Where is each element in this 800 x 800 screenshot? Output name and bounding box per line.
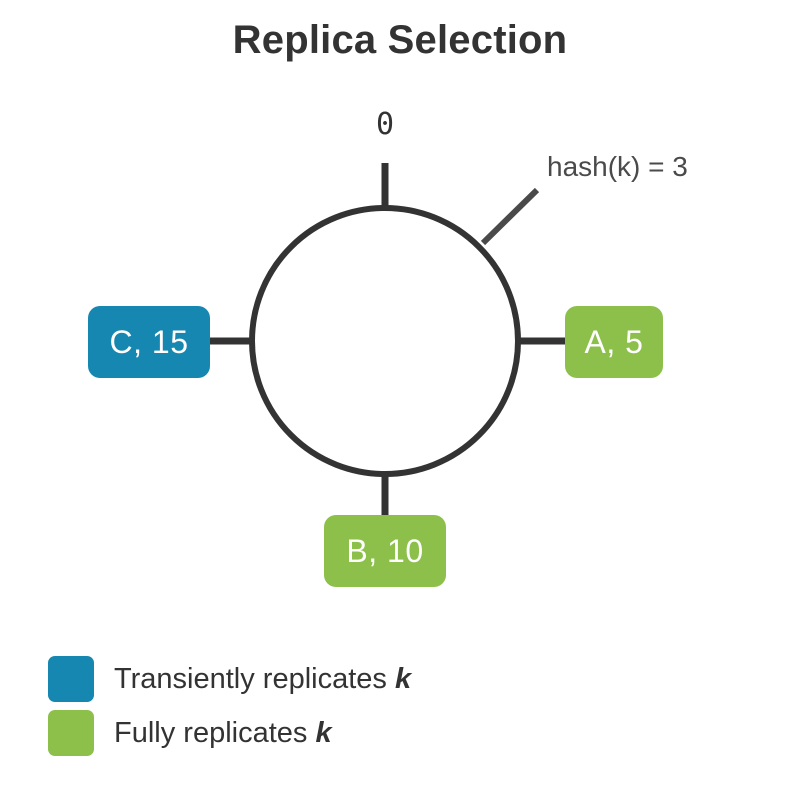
hash-ring-circle: [249, 205, 521, 477]
legend-label-transient: Transiently replicates k: [114, 662, 411, 696]
hash-leader-line: [480, 187, 540, 246]
ring-origin-label: 0: [375, 107, 395, 142]
legend-variable-transient: k: [394, 663, 412, 695]
legend-text-full: Fully replicates: [114, 717, 316, 749]
node-b-label: B, 10: [346, 532, 424, 569]
node-a[interactable]: A, 5: [565, 306, 663, 378]
legend-variable-full: k: [315, 717, 332, 749]
legend-swatch-transient: [48, 656, 94, 702]
node-c[interactable]: C, 15: [88, 306, 210, 378]
legend-label-full: Fully replicates k: [114, 716, 332, 750]
page-title: Replica Selection: [232, 18, 568, 62]
legend-item-full: Fully replicates k: [48, 706, 411, 760]
legend-item-transient: Transiently replicates k: [48, 652, 411, 706]
legend-swatch-full: [48, 710, 94, 756]
legend-text-transient: Transiently replicates: [114, 663, 395, 695]
hash-key-annotation: hash(k) = 3: [547, 151, 688, 182]
node-a-label: A, 5: [584, 323, 644, 360]
node-b[interactable]: B, 10: [324, 515, 446, 587]
node-c-label: C, 15: [109, 323, 189, 360]
legend: Transiently replicates k Fully replicate…: [48, 652, 411, 760]
